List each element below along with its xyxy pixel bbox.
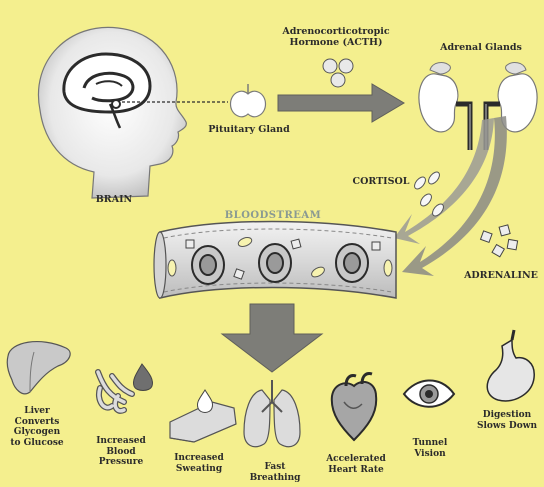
brain-head-icon [38, 27, 186, 198]
effect-heart-rate-label: Accelerated Heart Rate [318, 454, 394, 475]
pituitary-icon [231, 84, 266, 117]
effect-liver-label: Liver Converts Glycogen to Glucose [4, 406, 70, 448]
liver-icon [7, 342, 70, 394]
effect-sweating-label: Increased Sweating [164, 453, 234, 474]
adrenal-glands-label: Adrenal Glands [426, 42, 536, 53]
bloodstream-label: BLOODSTREAM [218, 210, 328, 221]
cortisol-pills-icon [412, 170, 445, 218]
effect-vision-label: Tunnel Vision [400, 438, 460, 459]
arrow-to-adrenal [278, 84, 404, 122]
effect-breathing-label: Fast Breathing [242, 462, 308, 483]
kidneys-icon [419, 63, 537, 150]
acth-label: Adrenocorticotropic Hormone (ACTH) [276, 26, 396, 48]
acth-molecules-icon [323, 59, 353, 87]
pituitary-gland-label: Pituitary Gland [194, 124, 304, 135]
stomach-icon [487, 330, 534, 401]
adrenaline-cubes-icon [481, 225, 518, 257]
effect-blood-pressure-label: Increased Blood Pressure [86, 436, 156, 468]
sweat-drop-icon [170, 390, 236, 442]
lungs-icon [244, 380, 300, 447]
arrow-to-effects [222, 304, 322, 372]
blood-drop-icon [98, 364, 153, 411]
bloodstream-vessel-icon [154, 222, 396, 299]
cortisol-label: CORTISOL [350, 176, 412, 187]
adrenaline-label: ADRENALINE [458, 270, 544, 281]
eye-icon [404, 380, 454, 406]
brain-label: BRAIN [84, 194, 144, 205]
effect-digestion-label: Digestion Slows Down [470, 410, 544, 431]
heart-icon [332, 373, 376, 440]
